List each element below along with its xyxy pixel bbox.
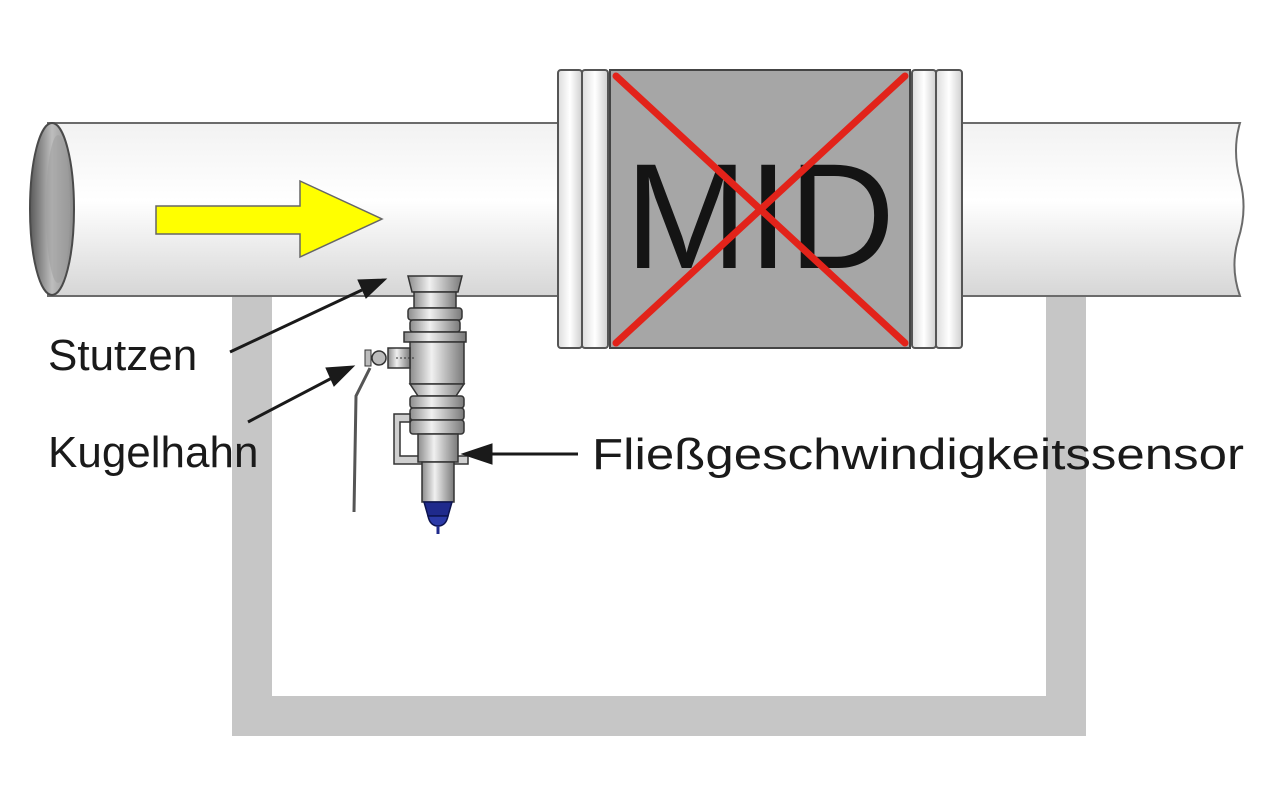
label-kugelhahn: Kugelhahn <box>48 428 258 477</box>
label-sensor: Fließgeschwindigkeitssensor <box>592 430 1244 479</box>
main-pipe-right <box>954 122 1245 297</box>
bypass-pipe <box>232 296 1086 736</box>
leader-arrows <box>229 278 578 465</box>
red-cross-icon <box>612 72 909 347</box>
ball-valve <box>352 307 467 513</box>
coupling <box>409 395 465 435</box>
sensor-bracket <box>393 413 469 465</box>
flow-arrow-icon <box>155 179 384 259</box>
arrow-stutzen <box>229 278 388 354</box>
mid-label: MID <box>625 132 895 300</box>
flow-sensor <box>417 433 459 534</box>
label-stutzen: Stutzen <box>48 331 197 380</box>
sensor-assembly <box>352 275 469 534</box>
arrow-sensor <box>460 443 578 465</box>
nozzle <box>407 275 463 309</box>
arrow-kugelhahn <box>247 365 356 424</box>
right-flange <box>911 69 963 349</box>
left-flange <box>557 69 609 349</box>
